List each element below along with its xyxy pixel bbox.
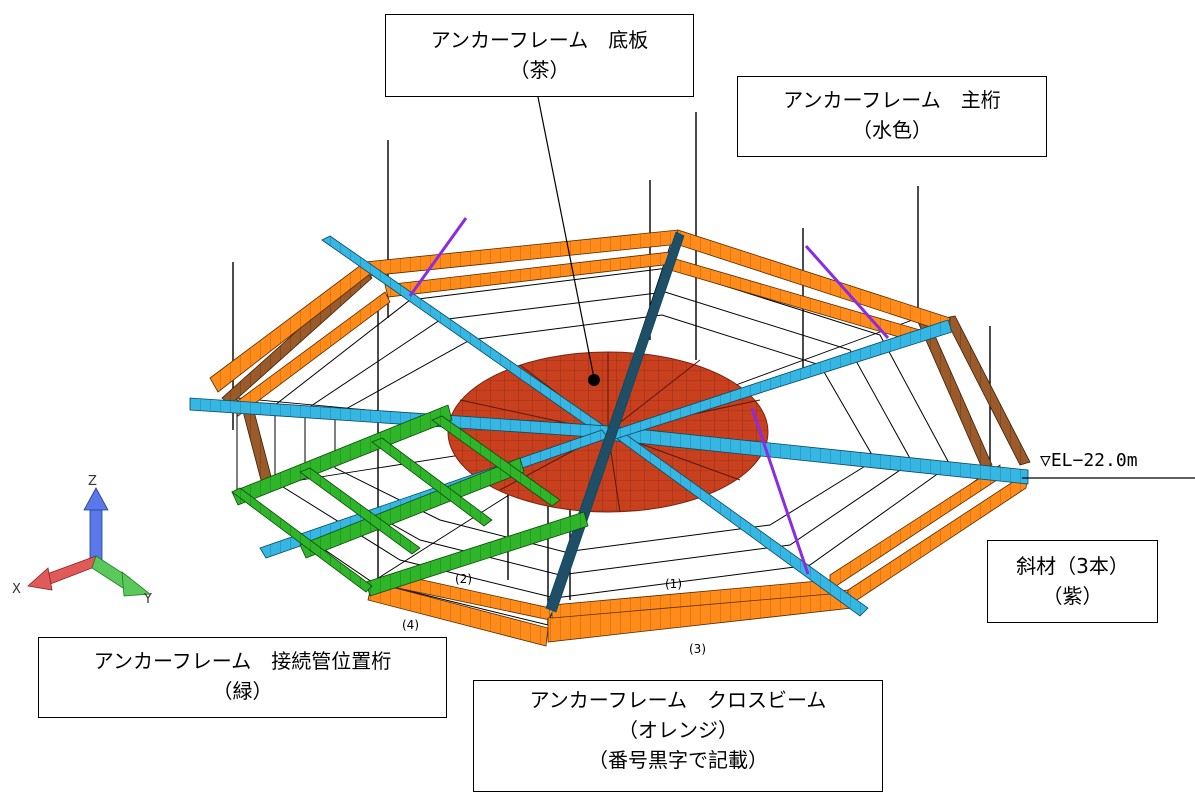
cross-beams <box>209 229 1029 647</box>
callout-cross-beam-title: アンカーフレーム クロスビーム <box>529 688 827 712</box>
callout-main-girder-title: アンカーフレーム 主桁 <box>783 88 1001 112</box>
callout-bottom-plate-title: アンカーフレーム 底板 <box>430 28 649 52</box>
axis-z-label: Z <box>88 474 97 489</box>
callout-main-girder-color: （水色） <box>852 118 932 142</box>
member-number-3: (3) <box>689 642 706 656</box>
callout-connection-girder-color: （緑） <box>212 679 273 703</box>
member-number-1: (1) <box>665 577 682 591</box>
callout-cross-beam: アンカーフレーム クロスビーム （オレンジ） （番号黒字で記載） <box>473 680 883 792</box>
callout-diagonal-color: （紫） <box>1042 584 1103 608</box>
callout-bottom-plate: アンカーフレーム 底板 （茶） <box>385 14 694 97</box>
outer-frame <box>221 269 1031 485</box>
callout-connection-girder-title: アンカーフレーム 接続管位置桁 <box>93 649 392 673</box>
axis-y-label: Y <box>144 592 152 607</box>
diagonal-members <box>408 217 890 575</box>
callout-connection-girder: アンカーフレーム 接続管位置桁 （緑） <box>38 637 447 718</box>
callout-diagonal-title: 斜材（3本） <box>1016 554 1129 578</box>
member-number-4: (4) <box>402 618 419 632</box>
connection-girders <box>231 404 589 597</box>
callout-cross-beam-note: （番号黒字で記載） <box>588 748 768 772</box>
leader-lines <box>537 96 1195 479</box>
member-number-2: (2) <box>455 572 472 586</box>
callout-main-girder: アンカーフレーム 主桁 （水色） <box>737 76 1047 157</box>
axis-triad <box>27 487 152 597</box>
axis-x-label: X <box>12 582 21 597</box>
callout-cross-beam-color: （オレンジ） <box>618 718 738 742</box>
elevation-label: ▽EL−22.0m <box>1040 450 1138 471</box>
callout-diagonal: 斜材（3本） （紫） <box>987 540 1158 623</box>
callout-bottom-plate-color: （茶） <box>509 58 570 82</box>
leader-dot <box>588 374 600 386</box>
